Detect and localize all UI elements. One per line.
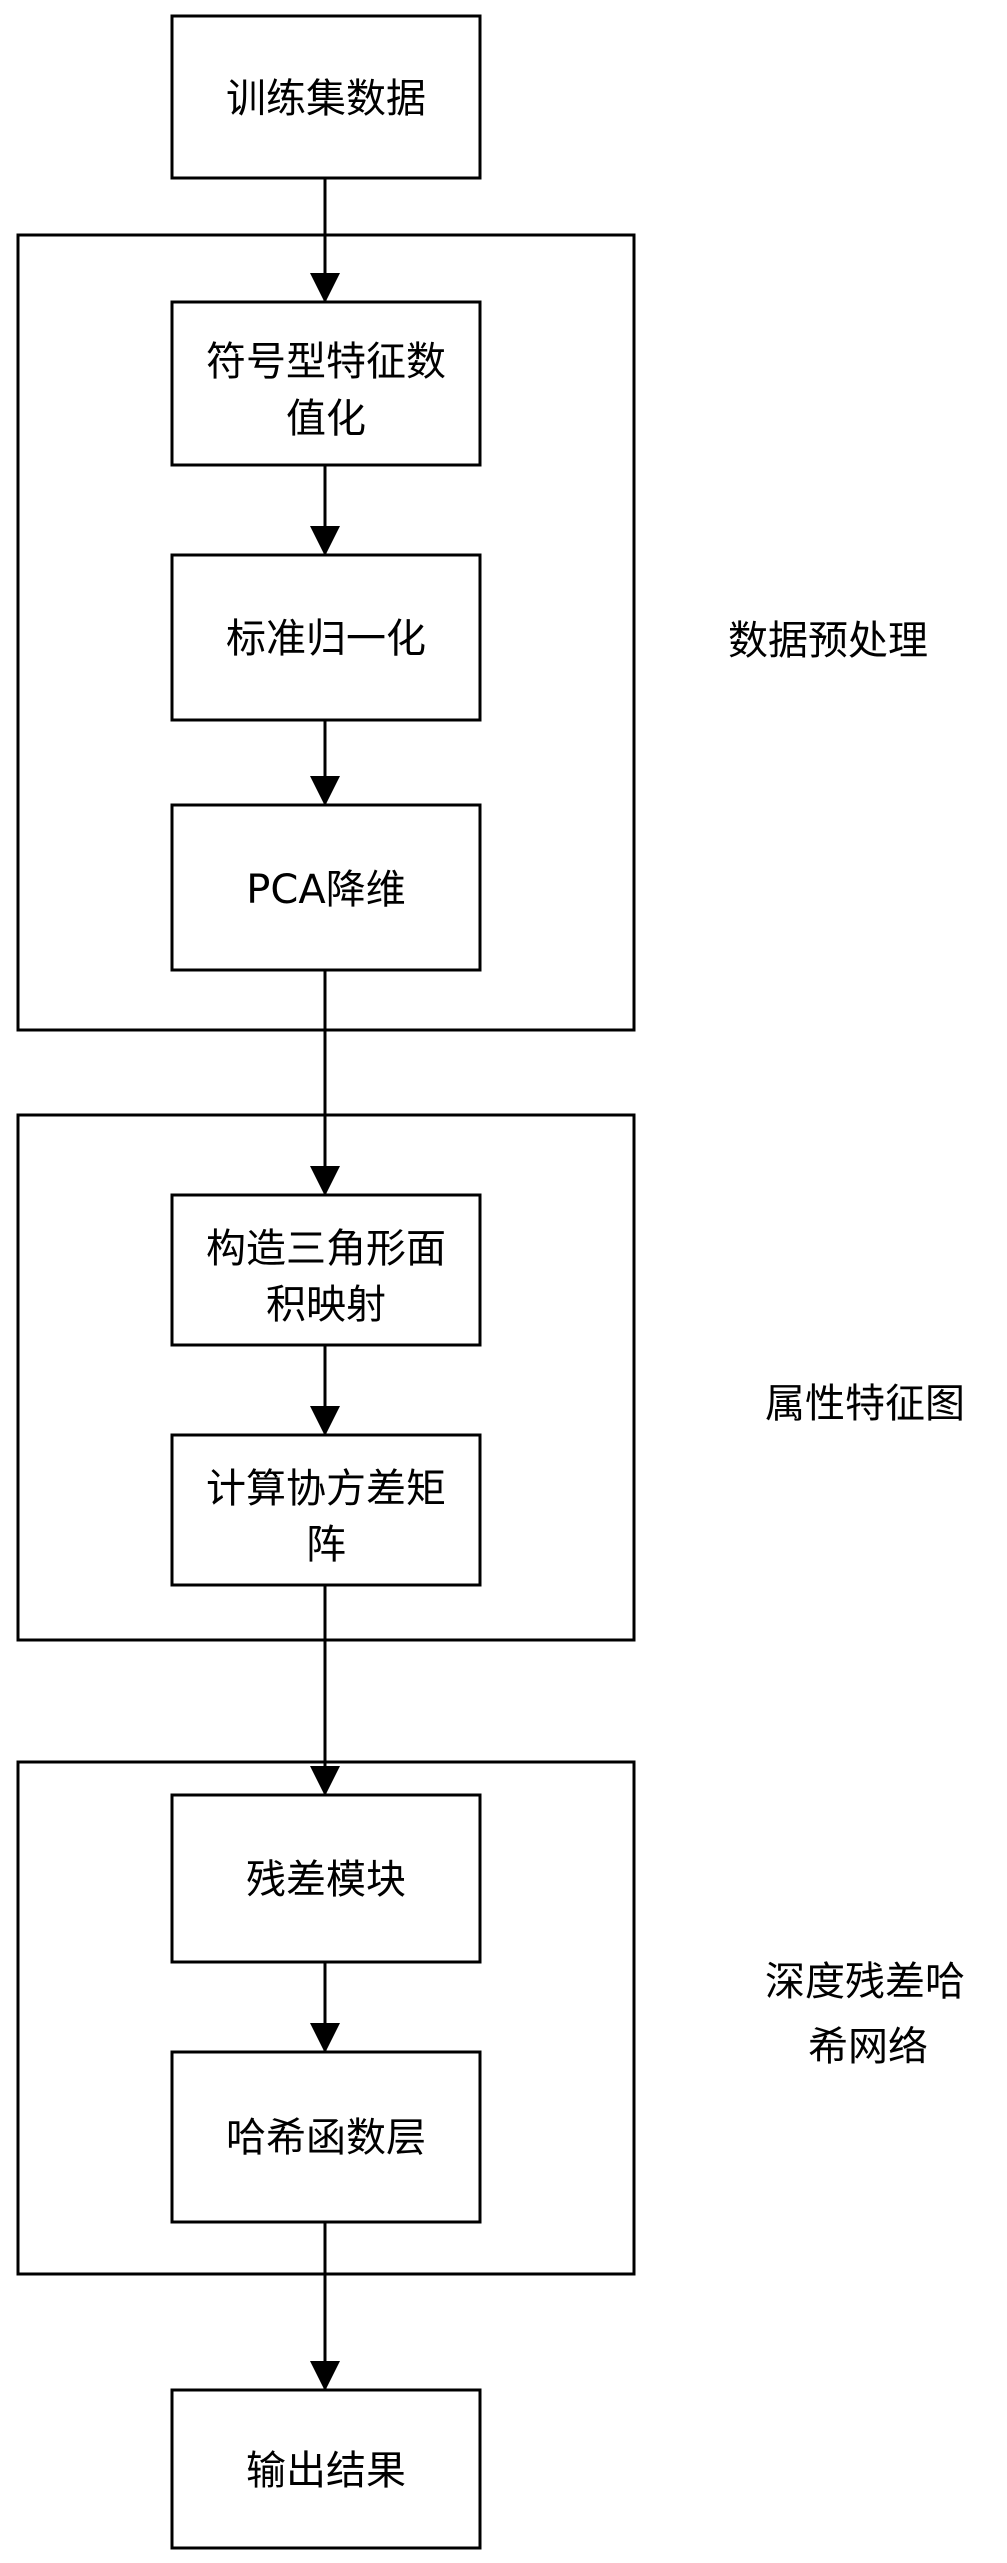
label-deep-residual-hash-line1: 深度残差哈: [765, 1959, 965, 2005]
box-output-result: 输出结果: [170, 2388, 482, 2550]
box-triangle-mapping: 构造三角形面 积映射: [170, 1193, 482, 1347]
box-triangle-mapping-label-1: 构造三角形面: [206, 1226, 446, 1272]
label-deep-residual-hash-line2: 希网络: [808, 2024, 928, 2070]
box-symbolic-numeric-label-2: 值化: [286, 396, 366, 442]
box-residual-module-label: 残差模块: [246, 1857, 406, 1903]
box-triangle-mapping-label-2: 积映射: [266, 1282, 386, 1328]
box-covariance-label-1: 计算协方差矩: [206, 1466, 446, 1512]
box-covariance-label-2: 阵: [306, 1522, 346, 1568]
box-normalization: 标准归一化: [170, 553, 482, 722]
box-symbolic-numeric: 符号型特征数 值化: [170, 300, 482, 467]
box-training-data-label: 训练集数据: [226, 76, 426, 122]
box-hash-layer-label: 哈希函数层: [226, 2115, 426, 2161]
box-output-result-label: 输出结果: [246, 2448, 406, 2494]
label-attribute-feature-map: 属性特征图: [765, 1381, 965, 1427]
box-covariance: 计算协方差矩 阵: [170, 1433, 482, 1587]
box-normalization-label: 标准归一化: [226, 616, 426, 662]
box-training-data: 训练集数据: [170, 14, 482, 180]
box-residual-module: 残差模块: [170, 1793, 482, 1964]
box-hash-layer: 哈希函数层: [170, 2050, 482, 2224]
label-data-preprocessing: 数据预处理: [728, 618, 928, 664]
box-pca: PCA降维: [170, 803, 482, 972]
box-symbolic-numeric-label-1: 符号型特征数: [206, 339, 446, 385]
box-pca-label: PCA降维: [246, 867, 405, 913]
